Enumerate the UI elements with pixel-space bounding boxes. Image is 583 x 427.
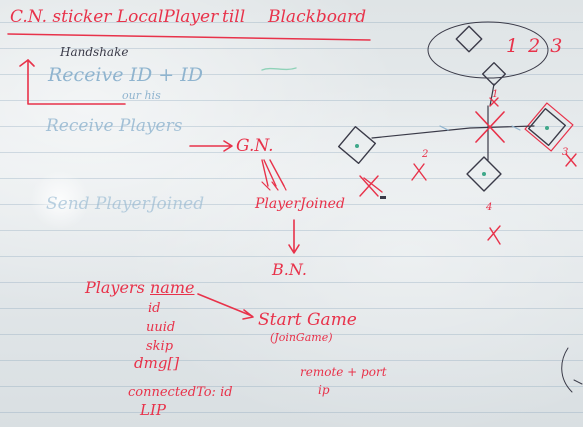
remote-ip-text: ip: [318, 383, 330, 397]
players-label: Players: [85, 278, 145, 297]
diagram-number-4: 4: [486, 202, 493, 213]
title-part-2: till: [222, 7, 246, 27]
players-connectedto-field: connectedTo: id: [128, 385, 233, 400]
start-game-sublabel: (JoinGame): [270, 331, 333, 344]
players-lip-field: LIP: [140, 401, 166, 419]
diagram-number-1: 1: [492, 89, 499, 100]
diagram-number-2: 2: [422, 149, 429, 160]
receive-players-text: Receive Players: [46, 116, 183, 136]
receive-id-subtext: our his: [122, 89, 161, 102]
diagram-number-3: 3: [562, 147, 569, 158]
players-uuid-field: uuid: [146, 320, 176, 335]
gn-label: G.N.: [236, 136, 274, 156]
players-name-field: name: [150, 278, 195, 297]
players-id-field: id: [148, 301, 161, 316]
handshake-label: Handshake: [60, 45, 129, 59]
title-part-3: Blackboard: [268, 7, 367, 27]
title-part-1: C.N. sticker LocalPlayer: [10, 7, 219, 27]
remote-port-text: remote + port: [300, 365, 387, 379]
start-game-label: Start Game: [258, 310, 357, 330]
send-playerjoined-text: Send PlayerJoined: [46, 194, 205, 214]
bn-label: B.N.: [272, 260, 307, 279]
players-dmg-field: dmg[]: [134, 354, 180, 372]
receive-id-text: Receive ID + ID: [48, 64, 204, 86]
players-skip-field: skip: [146, 339, 174, 354]
playerjoined-label: PlayerJoined: [255, 196, 345, 212]
light-glare: [30, 170, 90, 230]
